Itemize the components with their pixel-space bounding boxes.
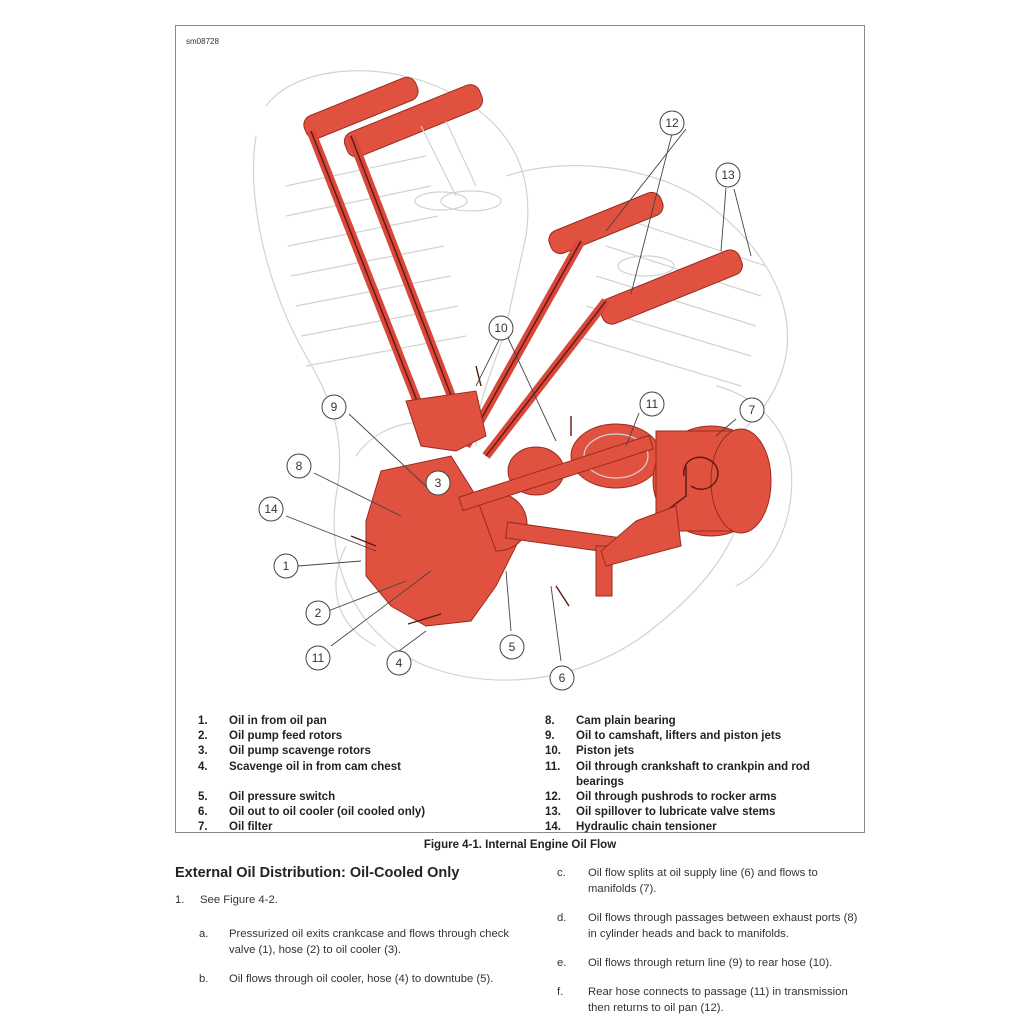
- oil-pump-and-crankcase: [365, 390, 638, 627]
- callout-12: 12: [659, 110, 685, 136]
- svg-text:2: 2: [315, 606, 322, 620]
- engine-oil-flow-diagram: 1 2 3 4 5 6 7 8 9 10 11 11 12 13 14: [252, 70, 793, 691]
- substep-d: d. Oil flows through passages between ex…: [557, 912, 858, 940]
- legend-item: 4.Scavenge oil in from cam chest: [198, 760, 401, 773]
- figure-frame: sm08728: [175, 25, 865, 833]
- legend-left-column: 1.Oil in from oil pan 2.Oil pump feed ro…: [198, 714, 518, 835]
- callout-5: 5: [499, 634, 525, 660]
- callout-7: 7: [739, 397, 765, 423]
- svg-text:9: 9: [331, 400, 338, 414]
- step-1: 1. See Figure 4-2.: [175, 894, 278, 906]
- legend-item: 7.Oil filter: [198, 821, 273, 834]
- svg-text:4: 4: [396, 656, 403, 670]
- svg-text:7: 7: [749, 403, 756, 417]
- legend-item: 14.Hydraulic chain tensioner: [545, 821, 717, 834]
- crankshaft: [458, 423, 662, 512]
- figure-caption: Figure 4-1. Internal Engine Oil Flow: [423, 839, 617, 851]
- legend-right-column: 8.Cam plain bearing 9.Oil to camshaft, l…: [545, 714, 845, 836]
- svg-text:6: 6: [559, 671, 566, 685]
- callout-8: 8: [286, 453, 312, 479]
- legend-item: 12.Oil through pushrods to rocker arms: [545, 791, 777, 804]
- substep-b: b. Oil flows through oil cooler, hose (4…: [199, 973, 494, 985]
- svg-text:10: 10: [494, 321, 508, 335]
- callout-11-lower: 11: [305, 645, 331, 671]
- legend-item: 5.Oil pressure switch: [198, 790, 336, 803]
- svg-text:12: 12: [665, 116, 679, 130]
- substep-c: c. Oil flow splits at oil supply line (6…: [557, 867, 818, 895]
- legend-item: 1.Oil in from oil pan: [198, 715, 327, 727]
- legend-item: 10.Piston jets: [545, 745, 635, 758]
- callout-leaders: [285, 125, 752, 662]
- callout-1: 1: [273, 553, 299, 579]
- legend-item: 2.Oil pump feed rotors: [198, 730, 343, 743]
- figure-code: sm08728: [186, 37, 219, 46]
- svg-text:5: 5: [509, 640, 516, 654]
- callout-6: 6: [549, 665, 575, 691]
- callout-10: 10: [488, 315, 514, 341]
- section-title: External Oil Distribution: Oil-Cooled On…: [175, 865, 460, 881]
- callout-2: 2: [305, 600, 331, 626]
- callout-13: 13: [715, 162, 741, 188]
- engine-outline: [252, 70, 793, 681]
- legend-item: 9.Oil to camshaft, lifters and piston je…: [545, 730, 782, 743]
- callout-3: 3: [425, 470, 451, 496]
- rear-rocker-assembly: [548, 191, 743, 325]
- svg-text:1: 1: [283, 559, 290, 573]
- legend-item: 11.Oil through crankshaft to crankpin an…: [545, 760, 810, 788]
- callout-4: 4: [386, 650, 412, 676]
- substep-f: f. Rear hose connects to passage (11) in…: [557, 986, 848, 1014]
- legend-item: 3.Oil pump scavenge rotors: [198, 745, 371, 758]
- callout-9: 9: [321, 394, 347, 420]
- substep-e: e. Oil flows through return line (9) to …: [557, 957, 833, 969]
- svg-text:14: 14: [264, 502, 278, 516]
- callout-11-crankshaft: 11: [639, 391, 665, 417]
- legend-item: 13.Oil spillover to lubricate valve stem…: [545, 806, 776, 819]
- pushrods: [306, 129, 610, 459]
- svg-text:11: 11: [646, 397, 659, 411]
- svg-text:3: 3: [435, 476, 442, 490]
- front-rocker-assembly: [303, 76, 484, 197]
- oil-filter: [600, 425, 772, 567]
- callout-14: 14: [258, 496, 284, 522]
- svg-text:13: 13: [721, 168, 735, 182]
- legend-item: 8.Cam plain bearing: [545, 715, 676, 727]
- svg-text:11: 11: [312, 651, 325, 665]
- substep-a: a. Pressurized oil exits crankcase and f…: [199, 928, 510, 956]
- legend-item: 6.Oil out to oil cooler (oil cooled only…: [198, 806, 426, 819]
- svg-text:8: 8: [296, 459, 303, 473]
- flow-arrows: [350, 365, 572, 625]
